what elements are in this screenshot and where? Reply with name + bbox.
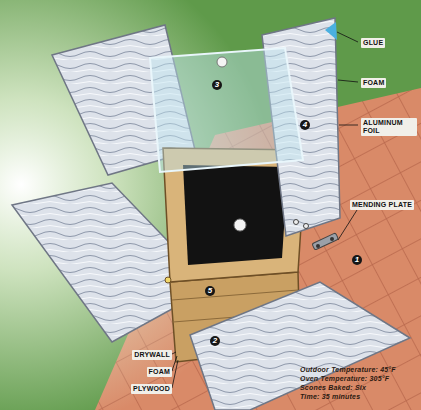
callout-number: 5 — [205, 286, 215, 296]
callout-number: 4 — [300, 120, 310, 130]
stat-note: Outdoor Temperature: 45°F — [300, 366, 396, 374]
glass-lid — [150, 48, 303, 172]
part-label: FOAM — [147, 367, 172, 377]
stat-note: Time: 35 minutes — [300, 393, 360, 401]
stat-note: Scones Baked: Six — [300, 384, 366, 392]
box-interior — [183, 165, 288, 265]
part-label: PLYWOOD — [131, 384, 172, 394]
glue-spot — [325, 22, 337, 40]
leader-lines — [172, 32, 358, 388]
part-label: DRYWALL — [132, 350, 172, 360]
part-label: GLUE — [361, 38, 385, 48]
callout-number: 1 — [352, 255, 362, 265]
callout-number: 2 — [210, 336, 220, 346]
part-label: FOAM — [361, 78, 386, 88]
part-label: MENDING PLATE — [350, 200, 414, 210]
mending-plate — [294, 220, 339, 251]
front-reflector — [190, 282, 410, 410]
stat-note: Oven Temperature: 305°F — [300, 375, 389, 383]
part-label: ALUMINUM FOIL — [361, 118, 417, 136]
callout-number: 3 — [212, 80, 222, 90]
